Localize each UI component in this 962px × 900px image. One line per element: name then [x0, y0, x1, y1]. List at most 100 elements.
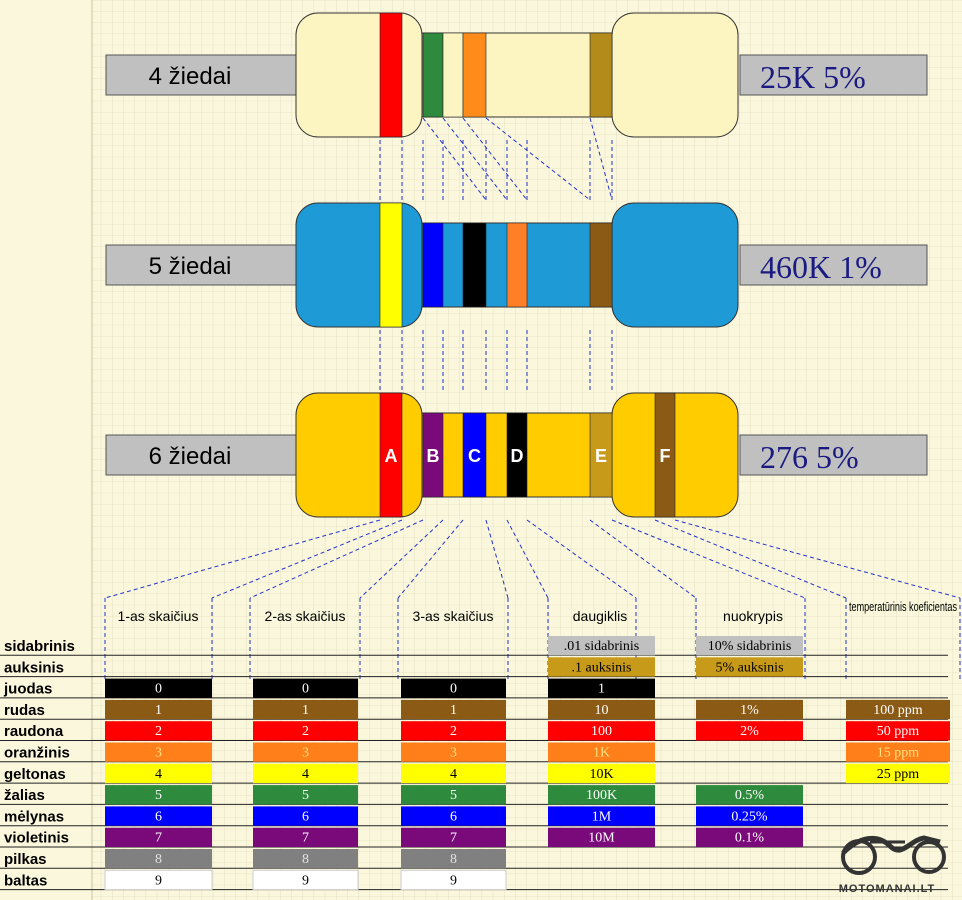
connector-line: [397, 519, 464, 599]
band-letter: B: [427, 446, 440, 466]
color-band: [422, 32, 444, 118]
row-color-name: oranžinis: [4, 745, 70, 762]
color-cell: [253, 742, 358, 762]
color-cell: [846, 721, 950, 741]
cell-value: 1: [598, 682, 605, 697]
left-lead: [105, 434, 297, 476]
cell-value: 100K: [586, 788, 617, 803]
connector-line: [589, 117, 613, 201]
cell-value: 8: [302, 852, 309, 867]
color-band: [422, 412, 444, 498]
color-cell: [105, 763, 212, 784]
left-lead: [105, 54, 297, 96]
cell-value: 3: [155, 746, 162, 761]
color-cell: [846, 699, 950, 720]
cell-value: 10: [595, 703, 609, 718]
color-cell: [401, 785, 506, 805]
color-band: [462, 412, 487, 498]
color-band: [654, 392, 676, 518]
color-band: [589, 222, 613, 308]
color-cell: [696, 806, 803, 826]
color-cell: [401, 721, 506, 741]
cell-value: 0.25%: [731, 809, 768, 824]
color-cell: [104, 869, 213, 891]
color-cell: [105, 849, 212, 869]
cell-value: 0.1%: [735, 831, 765, 846]
color-cell: [401, 699, 506, 720]
color-cell: [252, 869, 359, 891]
connector-line: [462, 117, 528, 201]
color-band: [422, 222, 444, 308]
column-header-temperature: temperatūrinis koeficientas: [849, 599, 957, 614]
column-header: 3-as skaičius: [413, 608, 494, 624]
cell-value: 5: [302, 788, 309, 803]
color-cell: [548, 827, 655, 847]
row-color-name: mėlynas: [4, 808, 64, 825]
color-cell: [548, 636, 655, 656]
color-band: [506, 222, 528, 308]
connector-line: [211, 519, 403, 599]
color-cell: [105, 699, 212, 720]
color-band: [506, 412, 528, 498]
color-cell: [105, 678, 212, 698]
color-cell: [548, 699, 655, 720]
color-cell: [253, 785, 358, 805]
resistor-value: 460K 1%: [760, 249, 882, 285]
color-cell: [548, 721, 655, 741]
cell-value: 1: [155, 703, 162, 718]
connector-line: [359, 519, 444, 599]
cell-value: 3: [302, 746, 309, 761]
right-lead: [739, 54, 928, 96]
connector-line: [654, 519, 847, 599]
connector-line: [674, 519, 961, 599]
cell-value: 9: [155, 873, 162, 888]
color-cell: [401, 678, 506, 698]
connector-line: [104, 519, 381, 599]
right-lead: [739, 434, 928, 476]
cell-value: 0: [302, 682, 309, 697]
color-cell: [401, 763, 506, 784]
cell-value: 100 ppm: [873, 703, 923, 718]
resistor-value: 276 5%: [760, 439, 859, 475]
connector-lines: [104, 117, 961, 680]
cell-value: 9: [302, 873, 309, 888]
right-lead: [739, 244, 928, 286]
cell-value: 7: [450, 831, 457, 846]
connector-line: [506, 519, 549, 599]
column-header: 2-as skaičius: [265, 608, 346, 624]
right-end-cap: [611, 202, 739, 328]
cell-value: 25 ppm: [877, 767, 920, 782]
band-letter: C: [468, 446, 481, 466]
band-letter: F: [660, 446, 671, 466]
color-cell: [548, 763, 655, 784]
color-cell: [253, 849, 358, 869]
color-cell: [846, 742, 950, 762]
column-header: 1-as skaičius: [118, 608, 199, 624]
cell-value: 0: [450, 682, 457, 697]
cell-value: 7: [155, 831, 162, 846]
left-lead: [105, 244, 297, 286]
cell-value: 10M: [588, 831, 615, 846]
cell-value: 3: [450, 746, 457, 761]
cell-value: .1 auksinis: [572, 660, 632, 675]
cell-value: 5% auksinis: [715, 660, 783, 675]
cell-value: 9: [450, 873, 457, 888]
band-letter: D: [511, 446, 524, 466]
cell-value: 1: [302, 703, 309, 718]
cell-value: 1K: [593, 746, 610, 761]
color-cell: [253, 721, 358, 741]
row-color-name: rudas: [4, 702, 45, 719]
resistor-label: 6 žiedai: [149, 443, 232, 470]
cell-value: 100: [591, 724, 612, 739]
cell-value: 2: [302, 724, 309, 739]
row-color-name: geltonas: [4, 766, 66, 783]
right-end-cap: [611, 12, 739, 138]
